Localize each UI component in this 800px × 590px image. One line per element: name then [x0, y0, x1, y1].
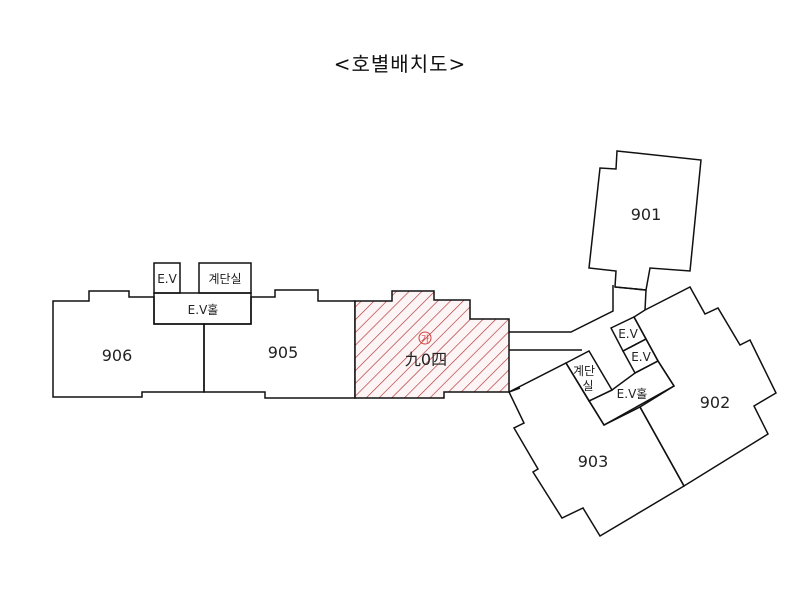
unit-906[interactable]: 906	[52, 290, 205, 398]
svg-text:실: 실	[582, 379, 593, 393]
svg-text:계단: 계단	[573, 364, 595, 378]
svg-text:E.V홀: E.V홀	[188, 303, 219, 317]
unit-906-label: 906	[102, 346, 133, 365]
svg-text:E.V: E.V	[631, 350, 651, 364]
svg-text:E.V홀: E.V홀	[617, 387, 648, 401]
svg-text:E.V: E.V	[618, 327, 638, 341]
unit-905-label: 905	[268, 343, 299, 362]
unit-903[interactable]: 903	[508, 362, 686, 538]
unit-901-label: 901	[631, 205, 662, 224]
unit-904[interactable]: 가 九0四	[354, 290, 510, 399]
unit-902[interactable]: 902	[633, 286, 777, 488]
unit-903-label: 903	[578, 452, 609, 471]
svg-text:E.V: E.V	[157, 272, 177, 286]
unit-904-label: 九0四	[405, 350, 447, 369]
core-right: E.V E.V 계단 실 E.V홀	[564, 316, 676, 427]
svg-text:계단실: 계단실	[208, 272, 241, 286]
corridor	[508, 285, 614, 393]
core-left: E.V 계단실 E.V홀	[153, 262, 252, 325]
unit-902-label: 902	[700, 393, 731, 412]
unit-905[interactable]: 905	[203, 289, 356, 399]
page-title: <호별배치도>	[333, 52, 467, 76]
unit-904-mark: 가	[421, 334, 429, 345]
unit-901[interactable]: 901	[588, 150, 702, 311]
